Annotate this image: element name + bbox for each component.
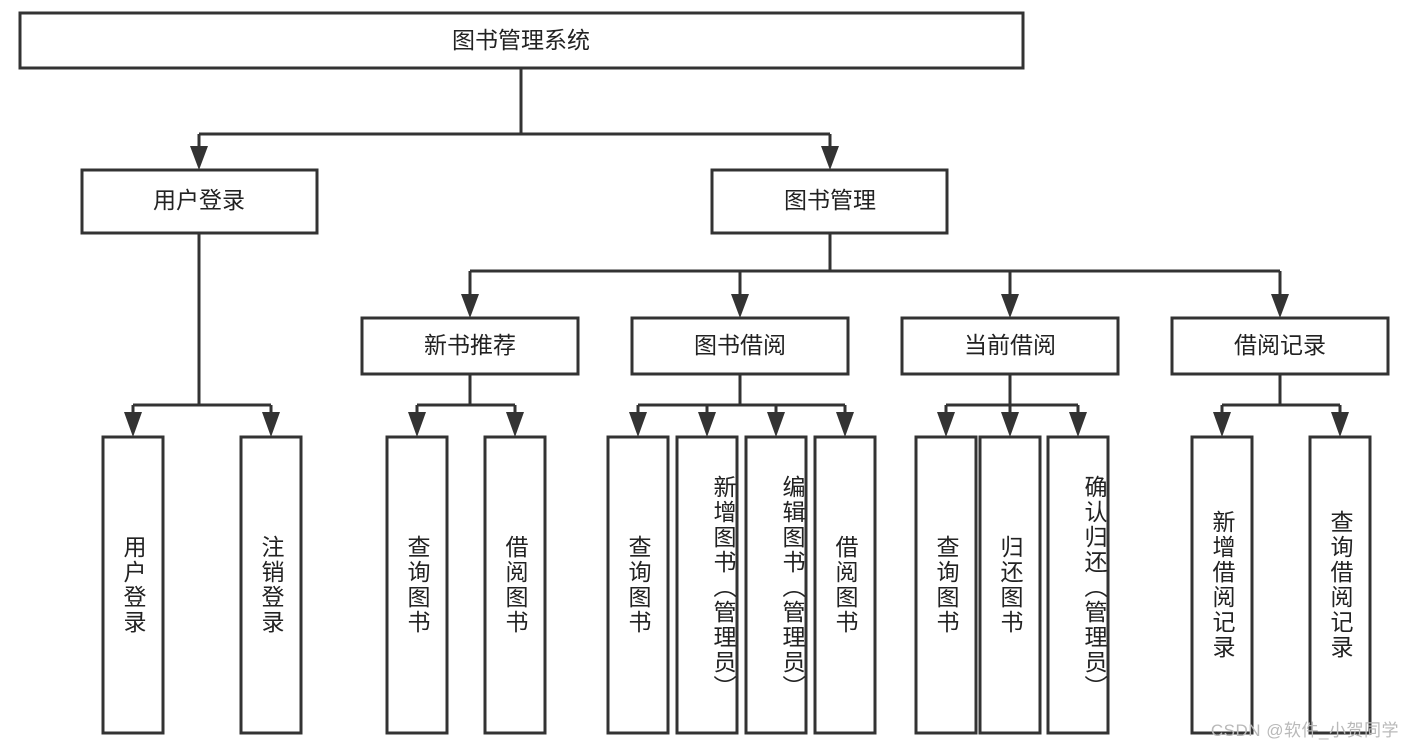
node-leaf-user-login[interactable] <box>101 435 165 735</box>
node-book-borrow-box[interactable] <box>630 316 850 376</box>
node-leaf-add-record-box[interactable] <box>1190 435 1254 735</box>
node-user-login-label: 用户登录 <box>153 187 245 213</box>
connector-current-borrow-bus <box>944 374 1080 418</box>
arrow-to-leaf-edit-book <box>767 412 785 437</box>
node-leaf-return-book[interactable] <box>978 435 1042 735</box>
arrow-to-current-borrow <box>1001 294 1019 318</box>
node-book-borrow[interactable]: 图书借阅 <box>630 316 850 376</box>
node-root-box[interactable] <box>18 11 1025 70</box>
node-leaf-add-book-box[interactable] <box>675 435 739 735</box>
node-borrow-record[interactable]: 借阅记录 <box>1170 316 1390 376</box>
csdn-watermark: CSDN @软件_小贺同学 <box>1210 721 1399 740</box>
connector-new-book-bus <box>415 374 517 418</box>
node-leaf-add-record[interactable] <box>1190 435 1254 735</box>
node-leaf-confirm-return[interactable] <box>1046 435 1110 735</box>
node-leaf-query-book-1-box[interactable] <box>385 435 449 735</box>
node-leaf-confirm-return-box[interactable] <box>1046 435 1110 735</box>
node-leaf-user-login-box[interactable] <box>101 435 165 735</box>
arrow-to-user-login <box>190 146 208 170</box>
connector-bookmgmt-bus <box>468 233 1282 300</box>
connector-root-bus <box>197 68 832 152</box>
arrow-to-leaf-borrow-book-2 <box>836 412 854 437</box>
node-current-borrow[interactable]: 当前借阅 <box>900 316 1120 376</box>
node-borrow-record-box[interactable] <box>1170 316 1390 376</box>
node-leaf-query-book-2-box[interactable] <box>606 435 670 735</box>
node-user-login-box[interactable] <box>80 168 319 235</box>
node-book-management-box[interactable] <box>710 168 949 235</box>
node-leaf-borrow-book-1[interactable] <box>483 435 547 735</box>
node-leaf-edit-book[interactable] <box>744 435 808 735</box>
node-leaf-user-logout-box[interactable] <box>239 435 303 735</box>
node-leaf-return-book-box[interactable] <box>978 435 1042 735</box>
arrow-to-leaf-user-logout <box>262 412 280 437</box>
arrow-to-leaf-query-book-2 <box>629 412 647 437</box>
node-new-book-recommend-box[interactable] <box>360 316 580 376</box>
node-leaf-edit-book-box[interactable] <box>744 435 808 735</box>
connector-borrow-record-bus <box>1220 374 1342 418</box>
node-book-borrow-label: 图书借阅 <box>694 332 786 358</box>
arrow-to-leaf-add-record <box>1213 412 1231 437</box>
arrow-to-book-management <box>821 146 839 170</box>
node-current-borrow-box[interactable] <box>900 316 1120 376</box>
connector-user-login-bus <box>131 233 273 418</box>
arrow-to-leaf-confirm-return <box>1069 412 1087 437</box>
arrow-to-leaf-add-book <box>698 412 716 437</box>
node-new-book-recommend[interactable]: 新书推荐 <box>360 316 580 376</box>
node-user-login[interactable]: 用户登录 <box>80 168 319 235</box>
node-leaf-query-record-box[interactable] <box>1308 435 1372 735</box>
node-book-management-label: 图书管理 <box>784 187 876 213</box>
node-root[interactable]: 图书管理系统 <box>18 11 1025 70</box>
arrow-to-new-book-recommend <box>461 294 479 318</box>
node-leaf-borrow-book-1-box[interactable] <box>483 435 547 735</box>
arrow-to-leaf-return-book <box>1001 412 1019 437</box>
arrow-to-leaf-query-book-1 <box>408 412 426 437</box>
node-leaf-query-book-3-box[interactable] <box>914 435 978 735</box>
node-leaf-query-book-1[interactable] <box>385 435 449 735</box>
node-new-book-recommend-label: 新书推荐 <box>424 332 516 358</box>
connector-book-borrow-bus <box>636 374 847 418</box>
node-leaf-query-book-2[interactable] <box>606 435 670 735</box>
connector-layer <box>124 68 1349 437</box>
arrow-to-book-borrow <box>731 294 749 318</box>
node-leaf-add-book[interactable] <box>675 435 739 735</box>
node-leaf-query-record[interactable] <box>1308 435 1372 735</box>
node-current-borrow-label: 当前借阅 <box>964 332 1056 358</box>
arrow-to-leaf-query-record <box>1331 412 1349 437</box>
arrow-to-borrow-record <box>1271 294 1289 318</box>
node-book-management[interactable]: 图书管理 <box>710 168 949 235</box>
arrow-to-leaf-query-book-3 <box>937 412 955 437</box>
node-leaf-user-logout[interactable] <box>239 435 303 735</box>
node-leaf-borrow-book-2-box[interactable] <box>813 435 877 735</box>
arrow-to-leaf-borrow-book-1 <box>506 412 524 437</box>
node-borrow-record-label: 借阅记录 <box>1234 332 1326 358</box>
node-leaf-borrow-book-2[interactable] <box>813 435 877 735</box>
node-root-label: 图书管理系统 <box>452 27 590 53</box>
node-leaf-query-book-3[interactable] <box>914 435 978 735</box>
arrow-to-leaf-user-login <box>124 412 142 437</box>
